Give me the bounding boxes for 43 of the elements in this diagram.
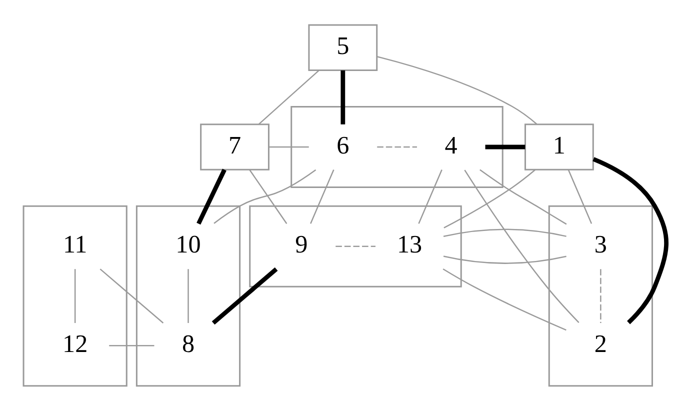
- node-text: 11: [62, 231, 88, 258]
- cluster: [249, 204, 462, 287]
- connector: [418, 169, 442, 224]
- connector: [249, 168, 288, 224]
- connector: [464, 169, 580, 323]
- connector: [600, 268, 602, 322]
- node-text: 3: [594, 231, 607, 258]
- node-box: 7: [200, 123, 270, 170]
- connector: [485, 144, 526, 149]
- node-text: 6: [336, 132, 350, 159]
- node-text: 2: [594, 330, 607, 358]
- connector: [377, 146, 417, 148]
- connector: [214, 168, 316, 224]
- node-text: 12: [62, 330, 88, 358]
- node-text: 8: [182, 330, 195, 358]
- connector: [310, 169, 334, 224]
- connector: [336, 245, 376, 246]
- connector: [109, 344, 154, 346]
- node-text: 4: [444, 132, 458, 159]
- node-text: 13: [396, 231, 422, 258]
- cluster: [22, 204, 128, 386]
- connector: [443, 228, 566, 264]
- node-text: 9: [295, 231, 308, 258]
- connector: [480, 168, 567, 224]
- node-box: 5: [308, 24, 378, 71]
- cluster: [136, 204, 241, 386]
- connector: [196, 168, 226, 224]
- connector: [592, 156, 668, 324]
- node-box: 1: [524, 123, 594, 170]
- cluster: [290, 106, 504, 188]
- connector: [376, 55, 538, 124]
- node-text: 10: [176, 231, 201, 258]
- connector: [268, 146, 309, 148]
- connector: [74, 268, 76, 322]
- connector: [100, 268, 164, 323]
- cluster: [548, 204, 653, 386]
- connector: [442, 268, 566, 330]
- connector: [444, 168, 536, 228]
- connector: [258, 69, 320, 124]
- connector: [212, 266, 278, 324]
- connector: [340, 70, 346, 124]
- connector: [568, 169, 592, 224]
- connector: [188, 268, 189, 322]
